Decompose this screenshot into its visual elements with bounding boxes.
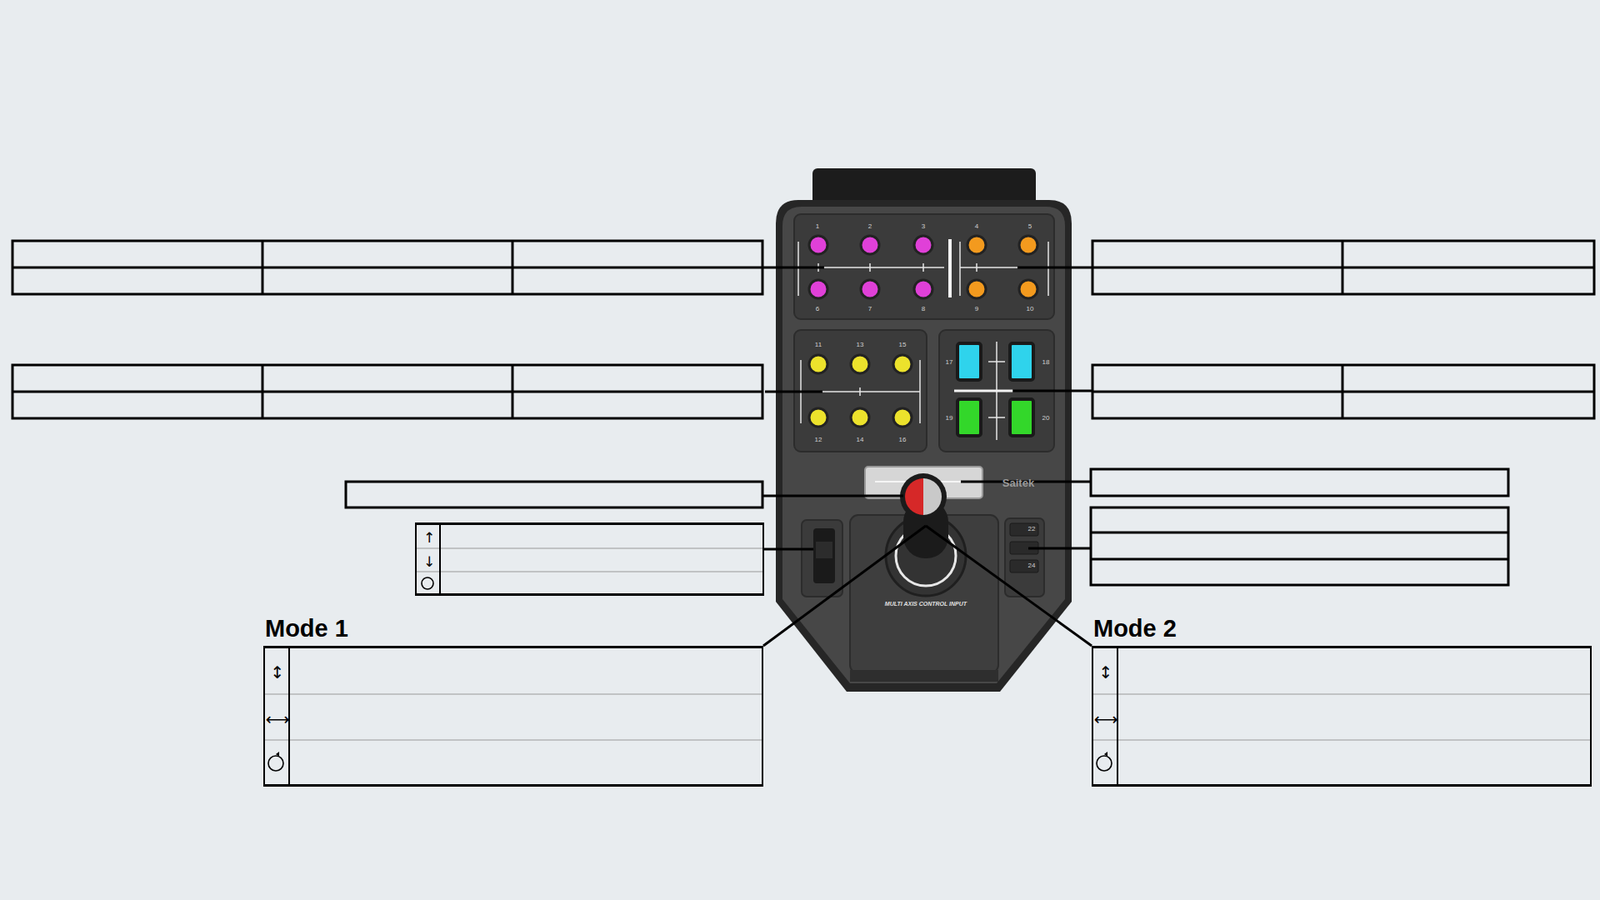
callout-number: 19 xyxy=(945,415,954,422)
callout-number: 20 xyxy=(1042,415,1050,422)
callout-number: 24 xyxy=(1028,562,1036,570)
mode-table: Mode 2↕⟷ xyxy=(1091,645,1592,787)
callout-number: 4 xyxy=(975,223,979,230)
callout-number: 14 xyxy=(856,436,865,444)
rotation-table: ↑↓ xyxy=(415,522,765,596)
callout-number: 8 xyxy=(921,305,925,313)
callout-number: 3 xyxy=(921,223,925,230)
callout-number: 11 xyxy=(815,341,822,349)
axis-symbol: ↓ xyxy=(423,555,435,570)
callout-number: 7 xyxy=(868,305,872,313)
axis-symbol: ⟷ xyxy=(265,710,290,728)
callout-number: 22 xyxy=(1028,525,1036,533)
callout-number: 1 xyxy=(815,223,820,230)
callout-number: 15 xyxy=(899,341,907,349)
callout-number: 18 xyxy=(1042,359,1050,366)
axis-symbol: ↕ xyxy=(1099,664,1114,681)
callout-number: 12 xyxy=(815,436,823,444)
callout-number: 6 xyxy=(815,305,820,313)
mode-table: Mode 1↕⟷ xyxy=(263,645,764,787)
callout-number: 5 xyxy=(1028,223,1032,230)
callout-number: 17 xyxy=(945,359,954,366)
axis-symbol: ↕ xyxy=(270,664,285,681)
axis-symbol: ⟷ xyxy=(1094,710,1119,728)
callout-number: 13 xyxy=(856,341,865,349)
callout-number: 2 xyxy=(868,223,872,230)
brand-name: Saitek xyxy=(1002,477,1035,489)
axis-symbol: ↑ xyxy=(423,530,435,545)
callout-number: 9 xyxy=(975,305,979,313)
callout-number: 16 xyxy=(899,436,907,444)
callout-number: 10 xyxy=(1026,305,1035,313)
device-inscription: MULTI AXIS CONTROL INPUT xyxy=(885,600,967,607)
mode-heading: Mode 1 xyxy=(265,616,349,641)
mode-heading: Mode 2 xyxy=(1093,616,1177,641)
